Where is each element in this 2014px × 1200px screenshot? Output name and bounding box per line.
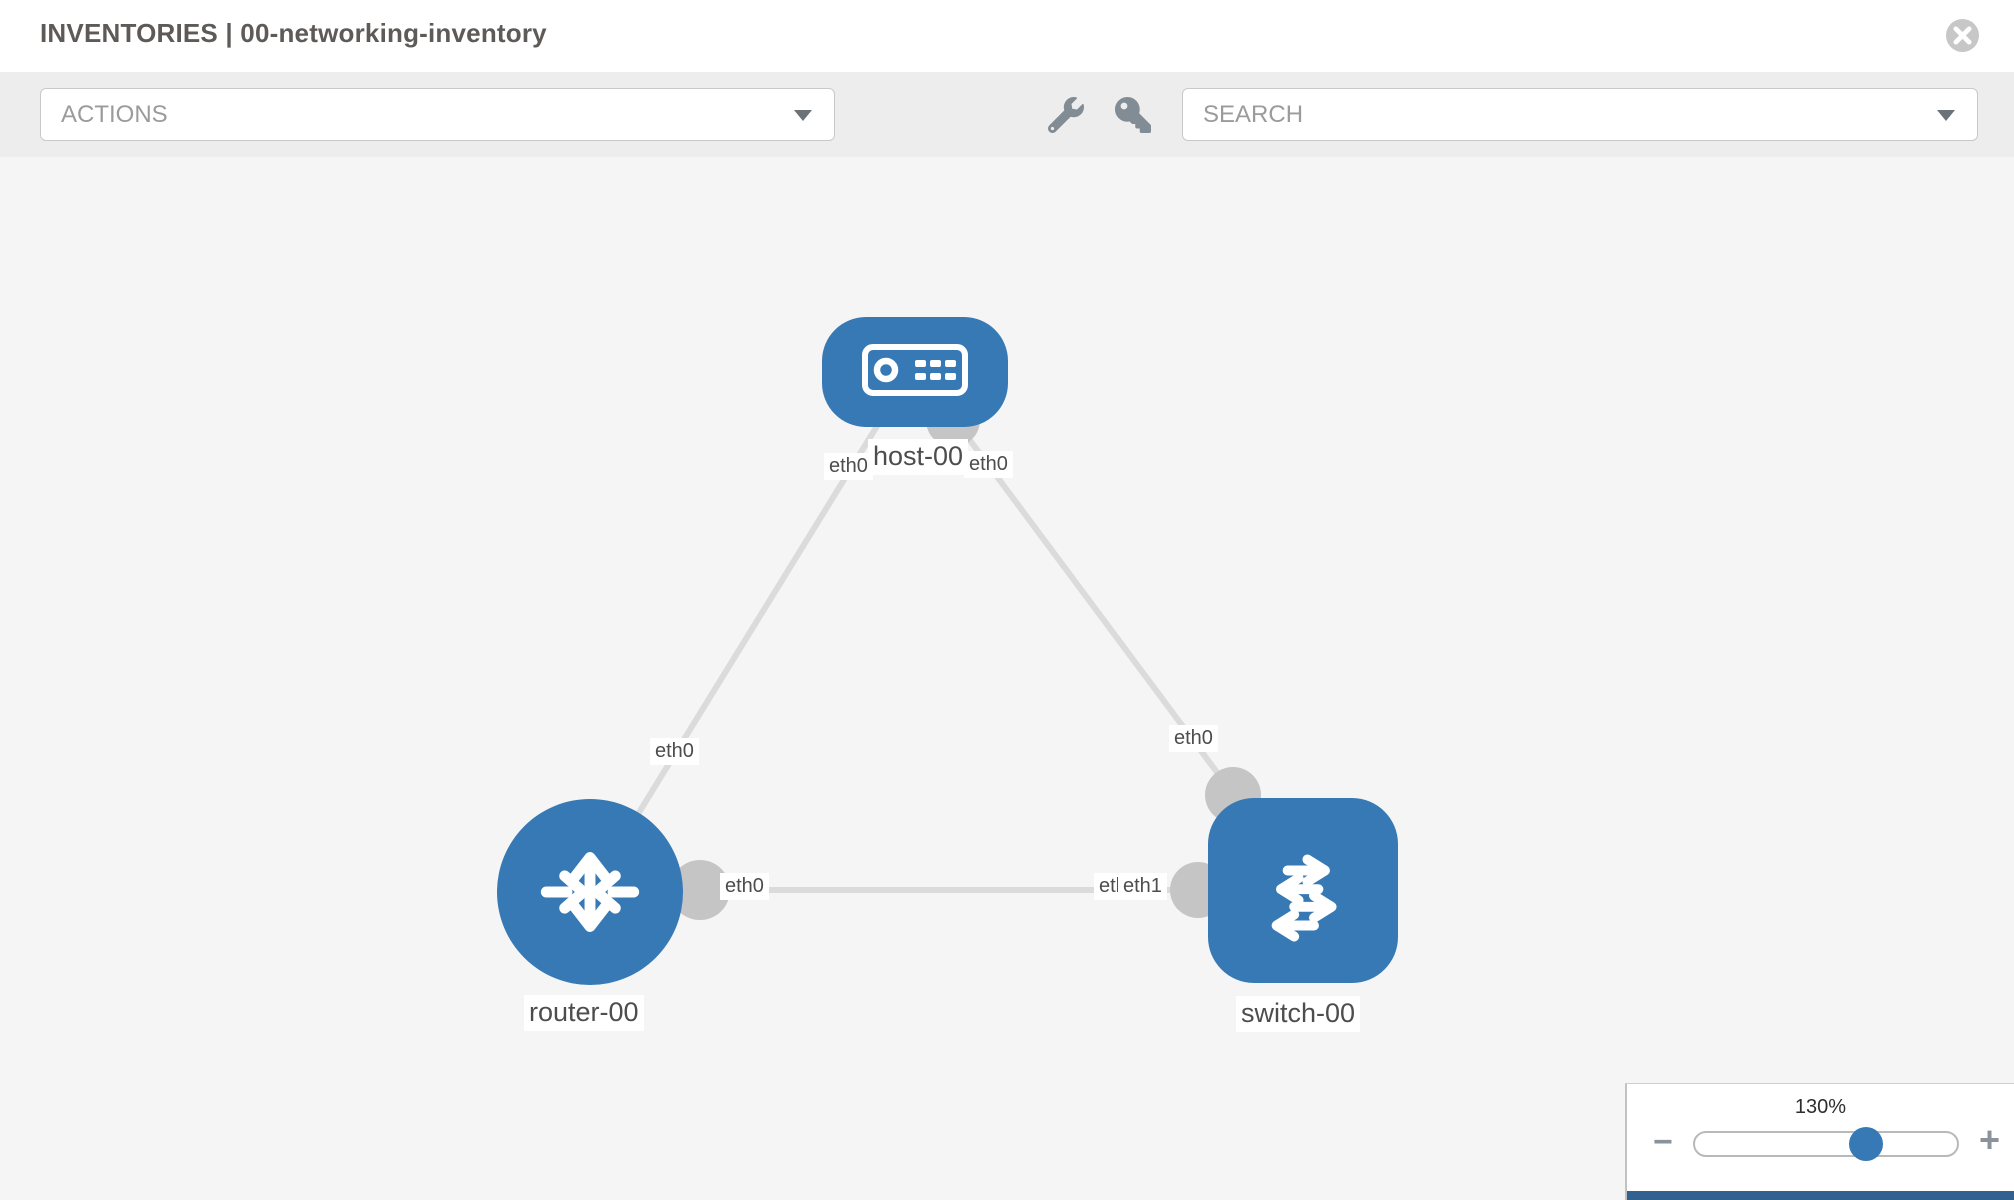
if-label-host-eth0-left: eth0	[824, 453, 873, 480]
if-label-switch-eth0-top: eth0	[1169, 725, 1218, 752]
toolbar: ACTIONS SEARCH	[0, 72, 2014, 159]
actions-dropdown-label: ACTIONS	[61, 100, 168, 128]
server-icon	[862, 344, 968, 396]
port-circle-router-eth0[interactable]	[670, 860, 730, 920]
zoom-control-panel: 130% − +	[1625, 1083, 2014, 1200]
if-label-router-eth0-top: eth0	[650, 738, 699, 765]
node-label-router-00: router-00	[524, 995, 644, 1031]
node-router-00[interactable]	[497, 799, 683, 985]
zoom-slider-thumb[interactable]	[1849, 1127, 1883, 1161]
link-router-host[interactable]	[587, 403, 893, 894]
zoom-slider-row: − +	[1627, 1122, 2014, 1161]
wrench-icon	[1047, 97, 1084, 134]
node-host-00[interactable]	[822, 317, 1008, 427]
router-arrows-icon	[540, 852, 640, 932]
close-button[interactable]	[1946, 19, 1979, 52]
key-icon	[1115, 97, 1151, 133]
zoom-in-button[interactable]: +	[1979, 1119, 2001, 1160]
search-dropdown-label: SEARCH	[1203, 100, 1304, 128]
panel-bottom-strip	[1627, 1191, 2014, 1200]
if-label-switch-eth1: eth1	[1118, 873, 1167, 900]
switch-arrows-icon	[1271, 854, 1337, 942]
node-switch-00[interactable]	[1208, 798, 1398, 983]
zoom-level-value: 130%	[1794, 1096, 1847, 1118]
node-label-host-00: host-00	[868, 439, 969, 475]
wrench-button[interactable]	[1047, 97, 1084, 134]
chevron-down-icon	[1937, 110, 1955, 121]
page-title: INVENTORIES | 00-networking-inventory	[40, 18, 547, 48]
actions-dropdown[interactable]: ACTIONS	[40, 88, 835, 141]
zoom-slider-track[interactable]	[1693, 1127, 1959, 1161]
close-icon	[1953, 26, 1972, 45]
page-header: INVENTORIES | 00-networking-inventory	[0, 0, 2014, 72]
topology-canvas[interactable]: host-00 router-00 switch-00 eth0 eth0 et…	[0, 157, 2014, 1200]
node-label-switch-00: switch-00	[1236, 996, 1361, 1032]
chevron-down-icon	[794, 110, 812, 121]
key-button[interactable]	[1115, 97, 1151, 133]
if-label-router-eth0-right: eth0	[720, 873, 769, 900]
zoom-out-button[interactable]: −	[1653, 1123, 1673, 1161]
search-dropdown[interactable]: SEARCH	[1182, 88, 1978, 141]
if-label-host-eth0-right: eth0	[964, 451, 1013, 478]
